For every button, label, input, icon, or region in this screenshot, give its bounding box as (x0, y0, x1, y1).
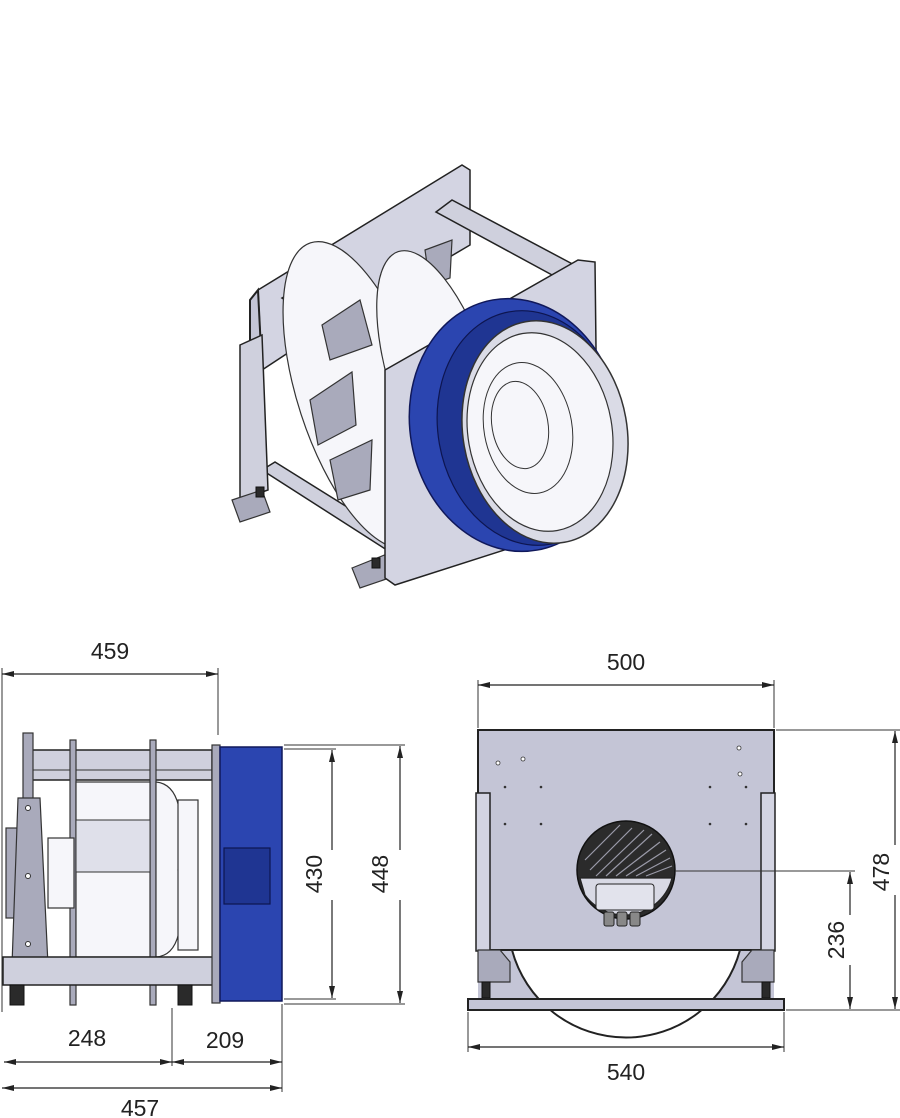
dim-430: 430 (301, 855, 327, 893)
heatsink-fins (584, 824, 673, 877)
base-rail (2, 956, 214, 986)
dim-459: 459 (91, 638, 129, 664)
inlet-nozzle-band (223, 847, 271, 905)
left-bracket (239, 333, 269, 502)
rivets (503, 785, 748, 826)
impeller-hub-ring (482, 362, 574, 494)
upright-right (760, 792, 776, 952)
dim-248: 248 (68, 1025, 106, 1051)
foot-left (231, 489, 271, 523)
mounting-holes (495, 745, 743, 777)
motor (47, 837, 75, 909)
impeller-blade (321, 299, 373, 361)
inlet-cone (177, 799, 199, 951)
impeller-blade (329, 439, 373, 501)
dim-500: 500 (607, 649, 645, 675)
impeller-blade (309, 370, 357, 446)
dim-209: 209 (206, 1027, 244, 1053)
impeller-hub (490, 380, 550, 470)
upright-left (475, 792, 491, 952)
cable-glands (603, 911, 641, 927)
base-plate (467, 998, 785, 1011)
bracket-left (477, 949, 511, 983)
dim-478: 478 (868, 853, 894, 891)
motor-bracket (11, 797, 49, 966)
foot (177, 984, 193, 1006)
dim-448: 448 (367, 855, 393, 893)
foot (9, 984, 25, 1006)
isometric-view (231, 164, 629, 589)
top-rail (29, 749, 213, 781)
impeller-lower-arc (510, 949, 742, 1039)
dim-540: 540 (607, 1059, 645, 1085)
terminal-box-cover (595, 883, 655, 911)
foot-bolt (255, 486, 265, 498)
dim-457: 457 (121, 1095, 159, 1118)
inlet-opening (466, 332, 614, 532)
impeller-blade-band (75, 819, 151, 873)
foot-left (481, 981, 491, 999)
foot-bolt (371, 557, 381, 569)
dim-236: 236 (823, 921, 849, 959)
bracket-right (741, 949, 775, 983)
front-view: 500 478 236 540 (467, 649, 900, 1085)
side-view: 459 430 448 248 209 457 (1, 638, 408, 1118)
impeller-shroud (155, 781, 182, 958)
front-plate (211, 744, 221, 1004)
foot-right (761, 981, 771, 999)
